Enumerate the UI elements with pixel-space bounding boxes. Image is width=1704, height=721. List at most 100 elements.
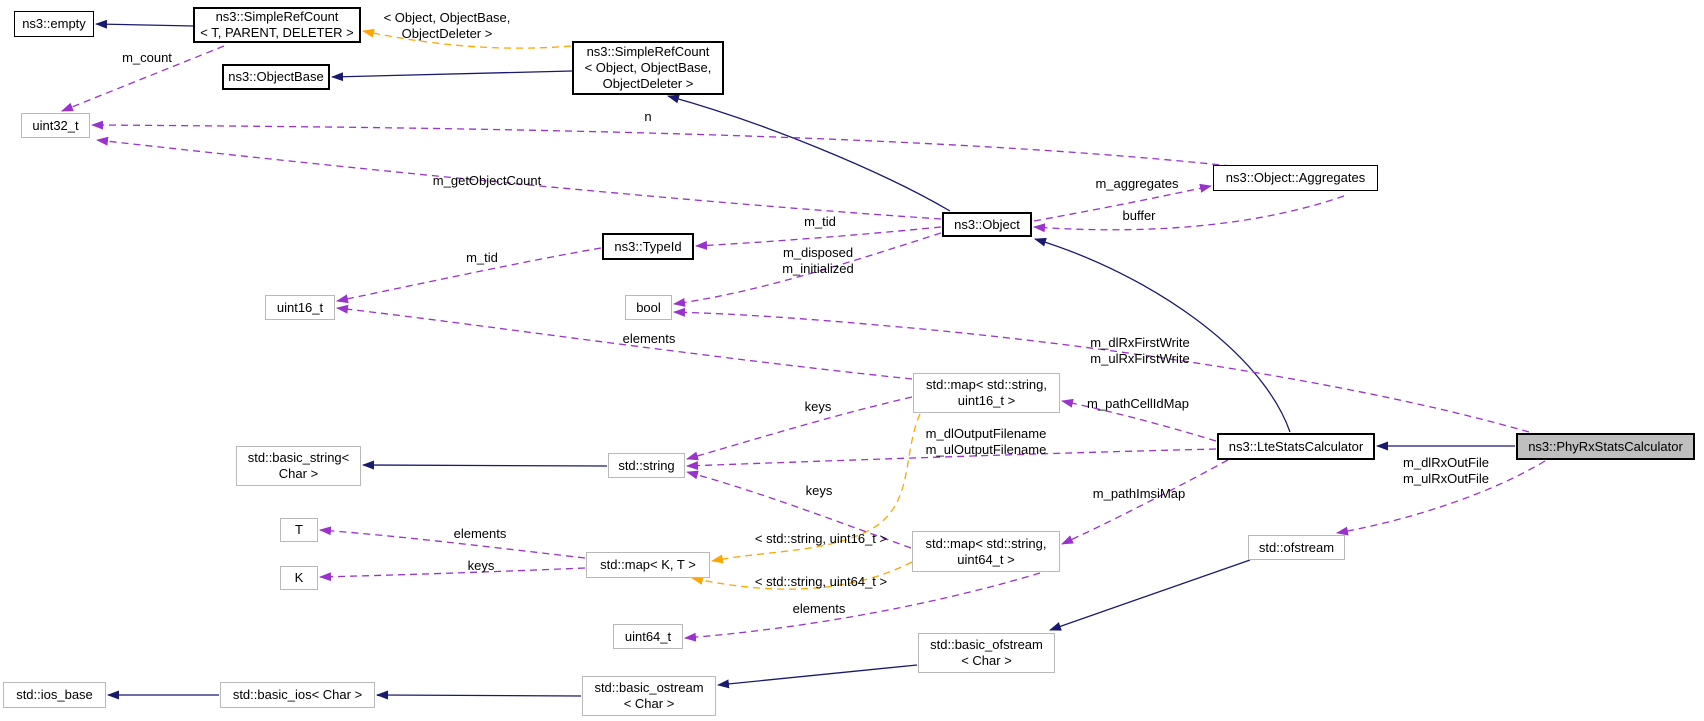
node-label-line: ns3::SimpleRefCount — [215, 9, 339, 24]
edge-keys-mapkt — [319, 567, 586, 582]
node-label-line: std::ios_base — [16, 687, 93, 702]
edge-label-line: n — [644, 109, 652, 124]
node-label-line: std::string — [618, 457, 675, 473]
edge-label-line: m_aggregates — [1095, 176, 1179, 191]
edge-basicostream-to-basicios — [376, 690, 582, 700]
node-objectbase[interactable]: ns3::ObjectBase — [222, 64, 330, 90]
node-label-line: < Object, ObjectBase, — [584, 60, 712, 75]
node-basic-string: std::basic_string<Char > — [236, 446, 361, 486]
edge-label-buffer: buffer — [1122, 208, 1155, 224]
node-label-line: T — [295, 522, 303, 537]
edge-m-tid-typeid — [336, 247, 602, 304]
edge-label-m-count: m_count — [122, 50, 172, 66]
node-label-line: std::basic_ios< Char > — [232, 687, 363, 702]
node-string: std::string — [608, 453, 685, 478]
edge-object-to-srco — [667, 94, 951, 212]
edge-map64-template-mapkt — [691, 561, 913, 590]
node-label-line: ns3::Object::Aggregates — [1225, 170, 1366, 185]
edge-label-line: m_getObjectCount — [432, 173, 542, 188]
edge-label-line: elements — [622, 331, 676, 346]
edge-map16-template-mapkt — [711, 413, 921, 564]
node-label-line: K — [294, 570, 304, 585]
edge-label-keys-map64: keys — [806, 483, 833, 499]
node-object[interactable]: ns3::Object — [942, 212, 1032, 237]
edge-label-elements-mapkt: elements — [454, 526, 507, 542]
node-label-line: uint64_t — [624, 628, 672, 644]
edge-label-m-aggregates: m_aggregates — [1095, 176, 1178, 192]
edge-n — [91, 120, 1232, 167]
edge-m-dloutputfilename — [686, 448, 1217, 471]
edge-label-line: m_disposed — [782, 245, 854, 260]
edge-keys-map16 — [686, 396, 913, 461]
node-ltestatscalculator[interactable]: ns3::LteStatsCalculator — [1217, 433, 1375, 460]
edge-label-template-args-map16: < std::string, uint16_t > — [755, 531, 887, 547]
node-label-line: ns3::TypeId — [614, 238, 682, 254]
node-label-line: bool — [636, 299, 661, 315]
edge-label-line: m_initialized — [782, 261, 854, 276]
edge-label-line: m_tid — [804, 214, 836, 229]
node-empty[interactable]: ns3::empty — [14, 11, 94, 37]
node-simplerefcount-t[interactable]: ns3::SimpleRefCount< T, PARENT, DELETER … — [193, 7, 361, 43]
node-ofstream: std::ofstream — [1248, 535, 1345, 560]
edge-label-elements-map64: elements — [793, 601, 846, 617]
node-label-line: std::basic_ostream — [594, 680, 704, 695]
edge-label-line: m_count — [122, 50, 172, 65]
edge-basicofstream-to-basicostream — [717, 664, 918, 689]
edge-label-line: m_tid — [466, 250, 498, 265]
edge-label-line: < std::string, uint64_t > — [754, 574, 888, 589]
node-label-line: uint32_t — [32, 117, 79, 133]
node-uint64-t: uint64_t — [613, 624, 683, 649]
node-t: T — [280, 518, 318, 542]
edge-label-m-pathcellidmap: m_pathCellIdMap — [1087, 396, 1189, 412]
edge-label-line: buffer — [1122, 208, 1156, 223]
node-label-line: std::basic_ofstream — [930, 637, 1043, 652]
edge-label-line: keys — [805, 483, 833, 498]
edge-m-dlrxfirstwrite — [673, 307, 1530, 433]
node-uint32-t: uint32_t — [21, 113, 90, 138]
node-uint16-t: uint16_t — [265, 295, 335, 320]
node-simplerefcount-object[interactable]: ns3::SimpleRefCount< Object, ObjectBase,… — [572, 41, 724, 95]
edge-label-keys-mapkt: keys — [468, 558, 495, 574]
node-label-line: uint16_t > — [957, 393, 1016, 408]
node-basic-ofstream: std::basic_ofstream< Char > — [918, 633, 1055, 673]
node-label-line: std::ofstream — [1258, 539, 1335, 555]
edge-label-n: n — [644, 109, 651, 125]
edge-label-line: m_ulRxOutFile — [1403, 471, 1489, 486]
node-map-k-t: std::map< K, T > — [586, 552, 710, 578]
edge-label-m-getobjectcount: m_getObjectCount — [433, 173, 541, 189]
edge-label-m-tid-object: m_tid — [804, 214, 836, 230]
edges-group — [61, 19, 1546, 700]
node-label-line: < Char > — [623, 696, 675, 711]
edge-label-line: keys — [804, 399, 832, 414]
node-label-line: ObjectDeleter > — [602, 76, 694, 91]
edge-keys-map64 — [686, 470, 912, 549]
edge-m-disposed — [673, 232, 942, 307]
node-bool: bool — [625, 295, 672, 320]
edge-label-line: keys — [467, 558, 495, 573]
edge-label-line: m_ulRxFirstWrite — [1090, 351, 1190, 366]
node-typeid[interactable]: ns3::TypeId — [602, 233, 694, 260]
edge-m-pathimsimap — [1061, 459, 1229, 545]
edge-label-template-args-srco: < Object, ObjectBase,ObjectDeleter > — [384, 10, 511, 42]
node-basic-ios: std::basic_ios< Char > — [220, 682, 375, 708]
node-label-line: uint16_t — [276, 299, 324, 315]
node-object-aggregates[interactable]: ns3::Object::Aggregates — [1213, 165, 1378, 191]
node-label-line: ns3::ObjectBase — [228, 69, 324, 84]
node-label-line: ns3::PhyRxStatsCalculator — [1528, 438, 1683, 454]
edge-label-elements-map16: elements — [623, 331, 676, 347]
node-label-line: ns3::LteStatsCalculator — [1228, 438, 1364, 454]
edge-label-m-tid-typeid: m_tid — [466, 250, 498, 266]
edge-srco-template-srct — [362, 28, 572, 49]
node-label-line: ns3::empty — [22, 16, 86, 31]
edge-m-aggregates — [1033, 183, 1212, 222]
node-label-line: std::basic_string< — [247, 450, 350, 465]
edge-label-line: m_dlOutputFilename — [925, 426, 1047, 441]
node-map-string-uint64: std::map< std::string,uint64_t > — [912, 531, 1060, 572]
node-label-line: std::map< K, T > — [600, 557, 696, 572]
edge-label-line: < Object, ObjectBase, — [383, 10, 511, 25]
node-phyrxstatscalculator: ns3::PhyRxStatsCalculator — [1516, 433, 1695, 460]
